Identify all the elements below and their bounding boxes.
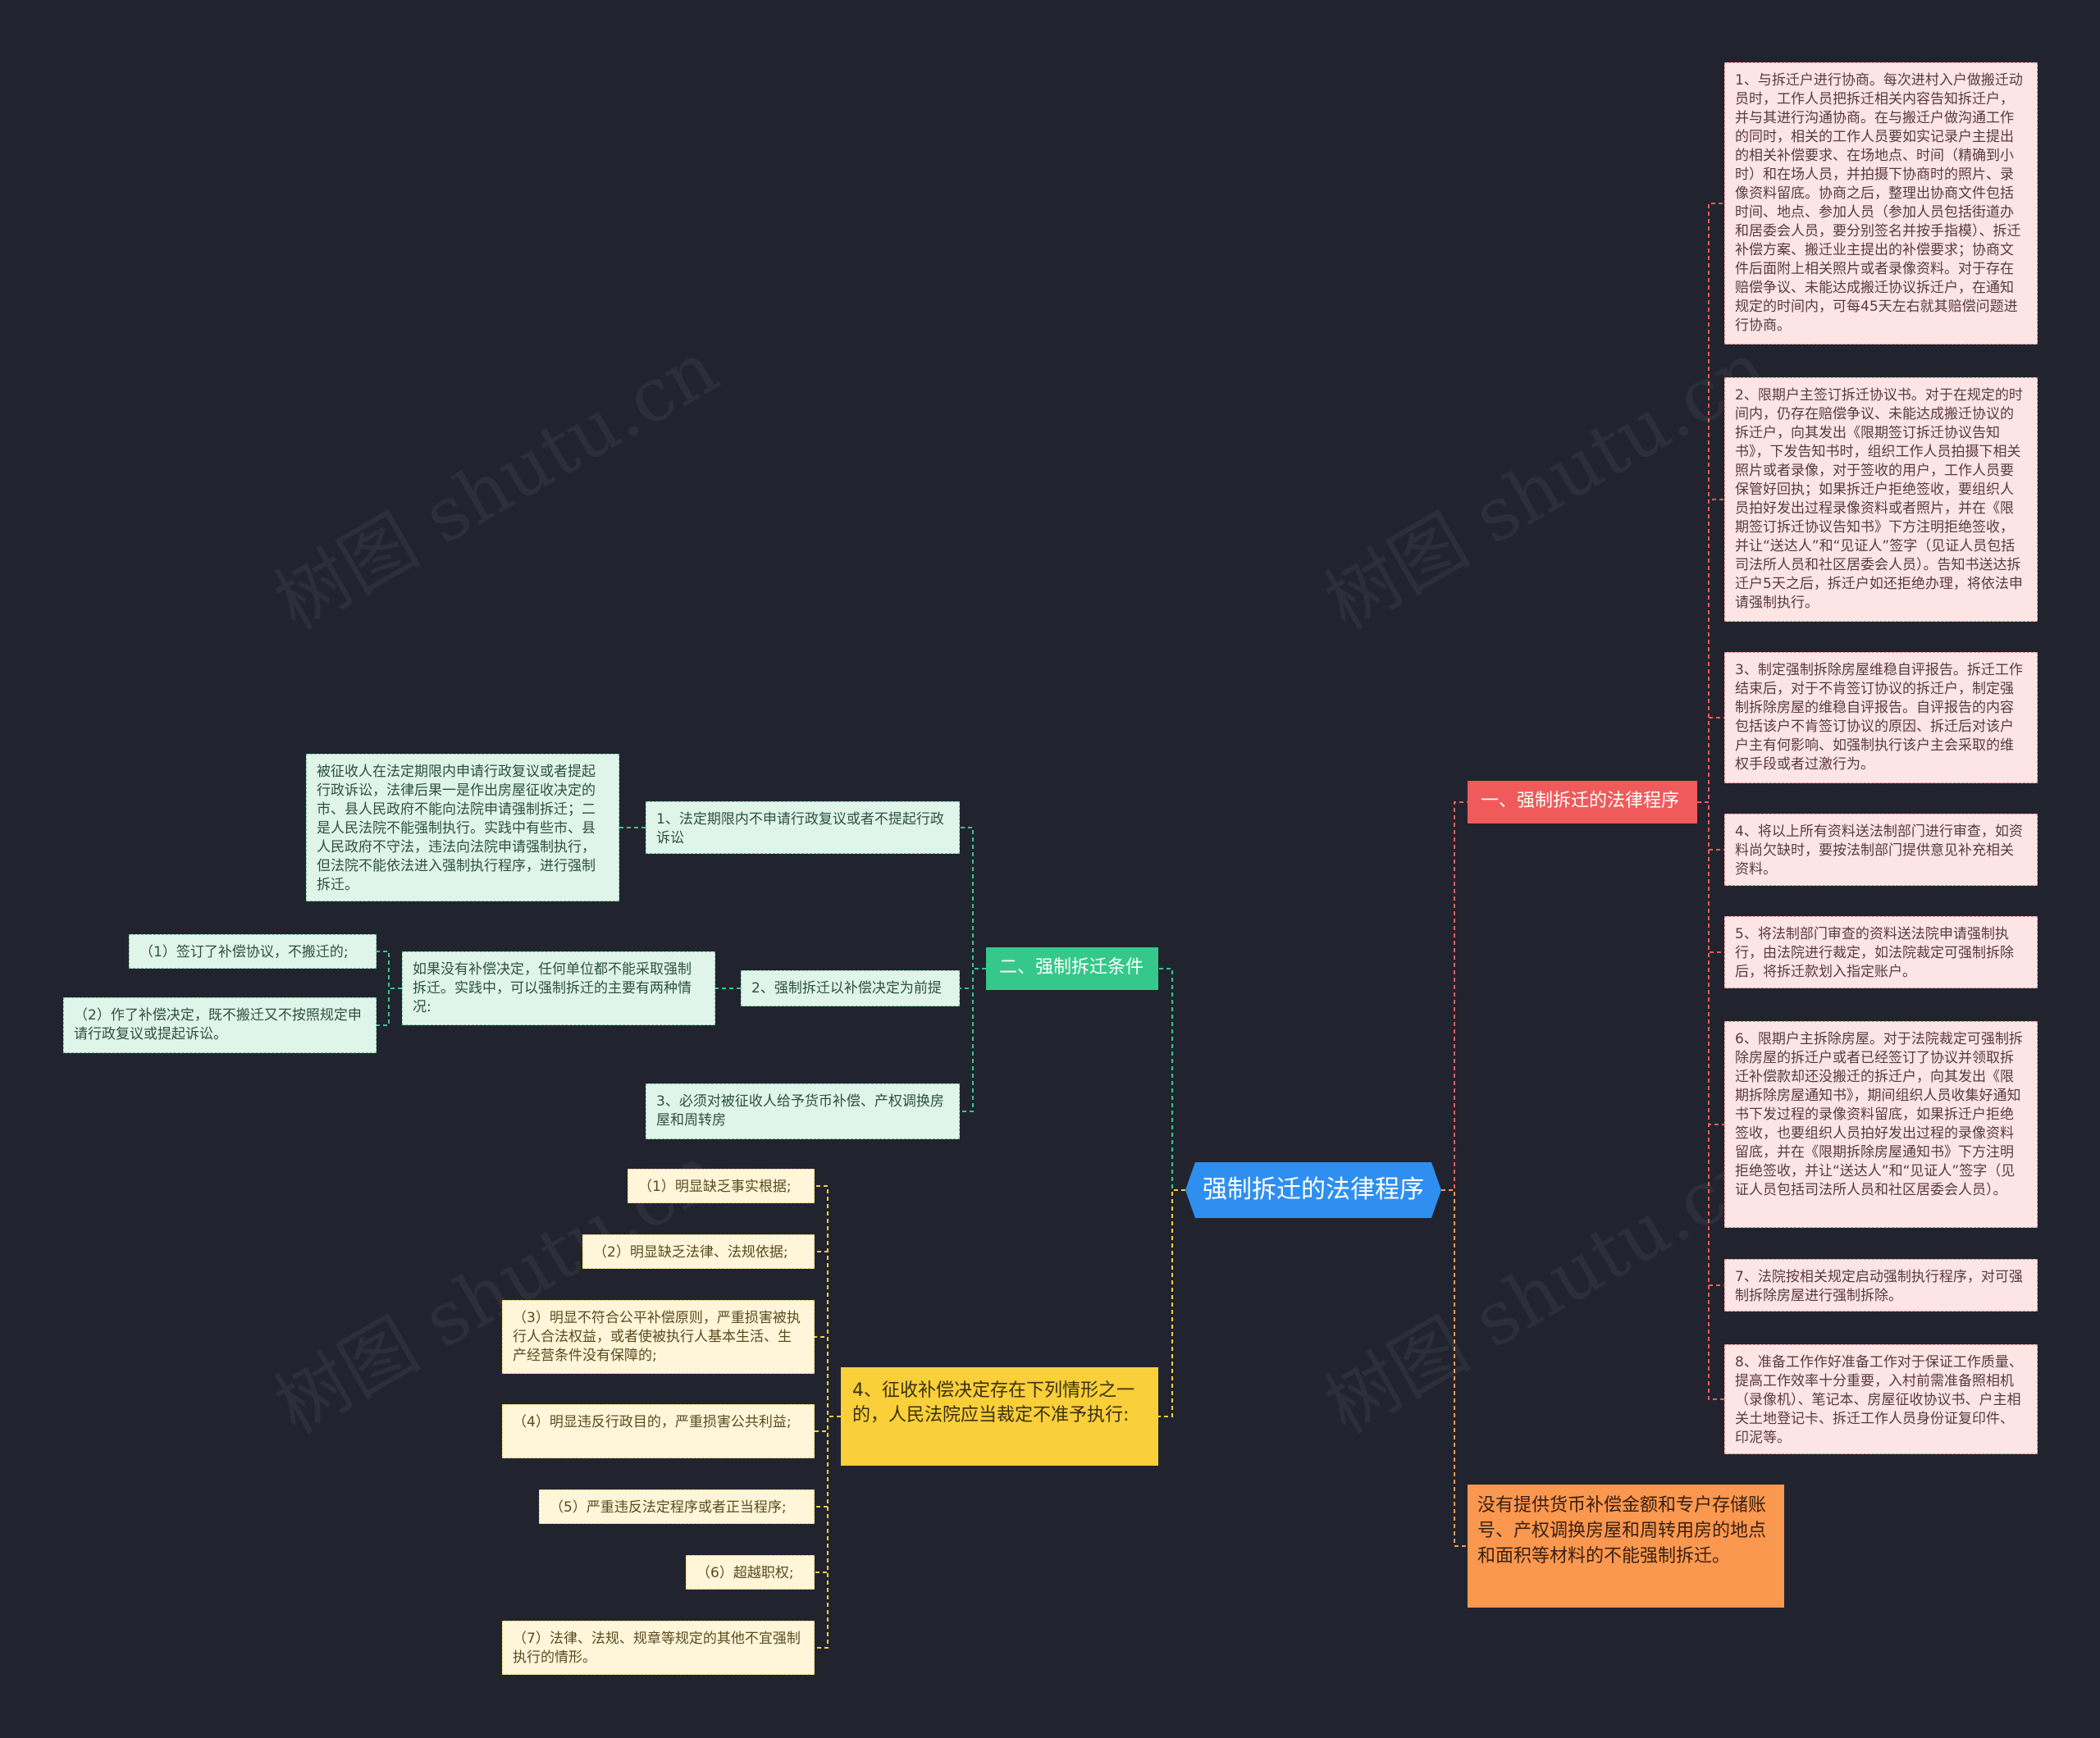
connector-condition-1 xyxy=(960,827,986,969)
connector-procedure-step-8 xyxy=(1697,801,1724,1400)
connector-branch-legal-procedure xyxy=(1441,801,1468,1191)
connector-procedure-step-2 xyxy=(1697,499,1724,803)
connector-condition-3 xyxy=(960,968,986,1112)
connector-branch-not-enforceable xyxy=(1158,1189,1185,1417)
connector-branch-no-compensation-note xyxy=(1441,1189,1468,1547)
procedure-step-2[interactable]: 2、限期户主签订拆迁协议书。对于在规定的时间内，仍存在赔偿争议、未能达成搬迁协议… xyxy=(1724,377,2038,622)
connector-procedure-step-4 xyxy=(1697,801,1724,851)
procedure-step-5[interactable]: 5、将法制部门审查的资料送法院申请强制执行，由法院进行裁定，如法院裁定可强制拆除… xyxy=(1724,916,2038,988)
branch-no-compensation-note[interactable]: 没有提供货币补偿金额和专户存储账号、产权调换房屋和周转用房的地点和面积等材料的不… xyxy=(1468,1485,1784,1608)
connector-procedure-step-1 xyxy=(1697,203,1724,803)
branch-legal-procedure[interactable]: 一、强制拆迁的法律程序 xyxy=(1468,781,1697,823)
connector-procedure-step-3 xyxy=(1697,717,1724,803)
procedure-step-3[interactable]: 3、制定强制拆除房屋维稳自评报告。拆迁工作结束后，对于不肯签订协议的拆迁户，制定… xyxy=(1724,652,2038,783)
connector-procedure-step-7 xyxy=(1697,801,1724,1286)
connector-procedure-step-5 xyxy=(1697,801,1724,953)
procedure-step-6[interactable]: 6、限期户主拆除房屋。对于法院裁定可强制拆除房屋的拆迁户或者已经签订了协议并领取… xyxy=(1724,1021,2038,1228)
not-enforceable-case-1[interactable]: （1）明显缺乏事实根据; xyxy=(628,1169,815,1203)
not-enforceable-case-3[interactable]: （3）明显不符合公平补偿原则，严重损害被执行人合法权益，或者使被执行人基本生活、… xyxy=(502,1300,815,1374)
root-node[interactable]: 强制拆迁的法律程序 xyxy=(1185,1162,1441,1218)
condition-1-detail[interactable]: 被征收人在法定期限内申请行政复议或者提起行政诉讼，法律后果一是作出房屋征收决定的… xyxy=(306,754,619,901)
connector-not-enforceable-case-2 xyxy=(815,1251,841,1417)
not-enforceable-case-2[interactable]: （2）明显缺乏法律、法规依据; xyxy=(582,1234,815,1269)
condition-2[interactable]: 2、强制拆迁以补偿决定为前提 xyxy=(741,970,960,1006)
procedure-step-7[interactable]: 7、法院按相关规定启动强制执行程序，对可强制拆除房屋进行强制拆除。 xyxy=(1724,1259,2038,1311)
connector-condition-2-case-1 xyxy=(377,951,402,989)
not-enforceable-case-4[interactable]: （4）明显违反行政目的，严重损害公共利益; xyxy=(502,1404,815,1458)
connector-not-enforceable-case-7 xyxy=(815,1416,841,1649)
procedure-step-8[interactable]: 8、准备工作作好准备工作对于保证工作质量、提高工作效率十分重要，入村前需准备照相… xyxy=(1724,1344,2038,1454)
not-enforceable-case-7[interactable]: （7）法律、法规、规章等规定的其他不宜强制执行的情形。 xyxy=(502,1621,815,1675)
not-enforceable-case-5[interactable]: （5）严重违反法定程序或者正当程序; xyxy=(539,1489,815,1524)
connector-condition-2-case-2 xyxy=(377,988,402,1026)
branch-not-enforceable[interactable]: 4、征收补偿决定存在下列情形之一的，人民法院应当裁定不准予执行: xyxy=(841,1367,1158,1466)
procedure-step-4[interactable]: 4、将以上所有资料送法制部门进行审查，如资料尚欠缺时，要按法制部门提供意见补充相… xyxy=(1724,814,2038,886)
not-enforceable-case-6[interactable]: （6）超越职权; xyxy=(686,1555,815,1590)
connector-not-enforceable-case-3 xyxy=(815,1336,841,1417)
condition-2-case-1[interactable]: （1）签订了补偿协议，不搬迁的; xyxy=(129,934,377,969)
condition-1[interactable]: 1、法定期限内不申请行政复议或者不提起行政诉讼 xyxy=(646,801,960,854)
condition-2-detail[interactable]: 如果没有补偿决定，任何单位都不能采取强制拆迁。实践中，可以强制拆迁的主要有两种情… xyxy=(402,951,715,1025)
branch-demolition-conditions[interactable]: 二、强制拆迁条件 xyxy=(986,947,1158,990)
condition-2-case-2[interactable]: （2）作了补偿决定，既不搬迁又不按照规定申请行政复议或提起诉讼。 xyxy=(63,997,377,1053)
condition-3[interactable]: 3、必须对被征收人给予货币补偿、产权调换房屋和周转房 xyxy=(646,1083,960,1139)
procedure-step-1[interactable]: 1、与拆迁户进行协商。每次进村入户做搬迁动员时，工作人员把拆迁相关内容告知拆迁户… xyxy=(1724,62,2038,344)
connector-branch-demolition-conditions xyxy=(1158,968,1185,1191)
